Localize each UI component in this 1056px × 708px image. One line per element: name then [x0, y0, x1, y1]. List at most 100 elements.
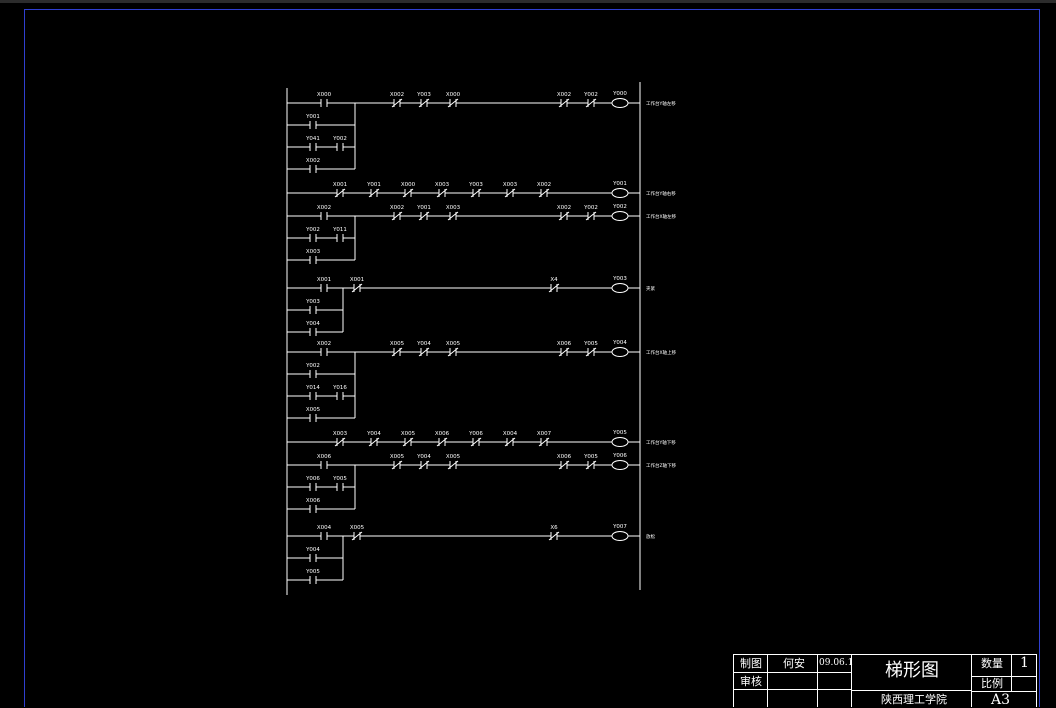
contact-slash [334, 437, 346, 447]
output-coil [611, 460, 629, 470]
contact-slash [470, 437, 482, 447]
contact-label: Y002 [305, 363, 320, 369]
contact-gap [310, 305, 316, 315]
title-block: 制图 何安 09.06.1 审核 梯形图 陕西理工学院 数量 1 比例 A3 [733, 654, 1037, 707]
contact-label: X003 [306, 249, 321, 255]
contact-label: X005 [401, 431, 416, 437]
contact-slash [418, 98, 430, 108]
contact-slash [504, 437, 516, 447]
contact-gap [321, 347, 327, 357]
contact-slash [548, 283, 560, 293]
contact-label: X002 [390, 205, 404, 211]
contact-gap [310, 391, 316, 401]
drawing-date: 09.06.1 [819, 658, 854, 668]
contact-gap [310, 504, 316, 514]
contact-slash [391, 460, 403, 470]
contact-label: Y003 [468, 182, 483, 188]
contact-gap [310, 142, 316, 152]
contact-slash [334, 188, 346, 198]
output-coil [611, 98, 629, 108]
output-coil [611, 188, 629, 198]
contact-label: X002 [306, 158, 320, 164]
contact-label: X003 [333, 431, 348, 437]
drawing-frame [24, 9, 1040, 707]
contact-slash [368, 188, 380, 198]
contact-gap [321, 98, 327, 108]
contact-gap [310, 413, 316, 423]
contact-slash [447, 98, 459, 108]
contact-label: X004 [503, 431, 518, 437]
contact-label: X005 [306, 407, 321, 413]
contact-label: X002 [390, 92, 404, 98]
contact-gap [310, 369, 316, 379]
contact-slash [351, 531, 363, 541]
contact-label: Y006 [468, 431, 483, 437]
contact-label: X000 [317, 92, 332, 98]
contact-label: X006 [317, 454, 332, 460]
contact-label: Y016 [332, 385, 347, 391]
contact-slash [558, 98, 570, 108]
drawn-by: 何安 [783, 657, 805, 670]
contact-label: X005 [446, 454, 461, 460]
coil-label: Y007 [612, 524, 627, 530]
contact-gap [310, 327, 316, 337]
contact-slash [418, 460, 430, 470]
rung-note: 工作台Y轴右移 [646, 190, 676, 197]
contact-label: Y002 [332, 136, 347, 142]
contact-label: Y001 [366, 182, 381, 188]
contact-slash [548, 531, 560, 541]
contact-gap [310, 233, 316, 243]
contact-gap [310, 120, 316, 130]
contact-label: Y004 [305, 321, 320, 327]
contact-label: X000 [401, 182, 416, 188]
contact-gap [321, 531, 327, 541]
contact-label: X004 [317, 525, 332, 531]
contact-label: Y001 [305, 114, 320, 120]
contact-label: X007 [537, 431, 552, 437]
contact-slash [391, 211, 403, 221]
contact-gap [337, 142, 343, 152]
contact-label: Y041 [305, 136, 320, 142]
contact-label: Y004 [305, 547, 320, 553]
contact-slash [391, 347, 403, 357]
contact-label: X006 [557, 454, 572, 460]
output-coil [611, 531, 629, 541]
rung-note: 工作台Z轴下移 [646, 462, 677, 469]
rung-note: 工作台Y轴下移 [646, 439, 676, 446]
checked-label: 审核 [740, 675, 762, 688]
contact-slash [538, 437, 550, 447]
contact-slash [418, 347, 430, 357]
contact-label: Y003 [416, 92, 431, 98]
contact-label: X002 [557, 205, 571, 211]
rung-note: 放松 [646, 533, 655, 540]
school-name: 陕西理工学院 [881, 693, 947, 706]
contact-label: Y004 [366, 431, 381, 437]
contact-label: Y006 [305, 476, 320, 482]
contact-label: Y005 [583, 454, 598, 460]
contact-label: X001 [350, 277, 364, 283]
contact-slash [368, 437, 380, 447]
contact-slash [504, 188, 516, 198]
output-coil [611, 283, 629, 293]
contact-gap [337, 233, 343, 243]
contact-label: Y002 [583, 205, 598, 211]
contact-label: X003 [503, 182, 518, 188]
contact-gap [321, 460, 327, 470]
contact-label: Y005 [332, 476, 347, 482]
contact-label: X005 [350, 525, 365, 531]
quantity-label: 数量 [981, 657, 1003, 670]
rung-note: 夹紧 [646, 285, 655, 292]
contact-label: X6 [550, 525, 558, 531]
contact-slash [585, 460, 597, 470]
coil-label: Y004 [612, 340, 627, 346]
contact-gap [310, 575, 316, 585]
rung-note: 工作台Y轴左移 [646, 100, 676, 107]
coil-label: Y002 [612, 204, 627, 210]
contact-slash [391, 98, 403, 108]
contact-slash [538, 188, 550, 198]
contact-label: X006 [435, 431, 450, 437]
contact-label: Y014 [305, 385, 320, 391]
contact-label: Y005 [583, 341, 598, 347]
contact-label: Y004 [416, 454, 431, 460]
